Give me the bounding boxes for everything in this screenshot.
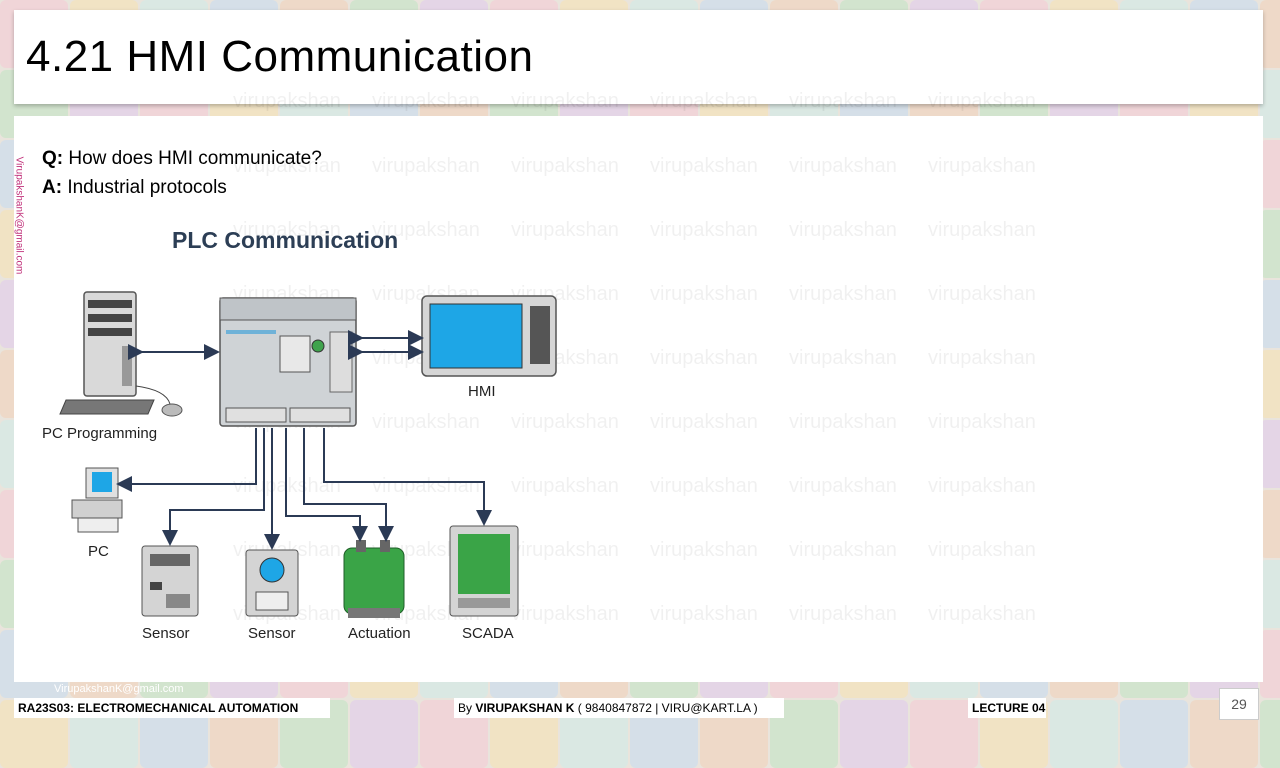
- label-actuation: Actuation: [348, 625, 411, 642]
- sensor2-icon: [245, 549, 299, 617]
- background-tile: [1260, 560, 1280, 628]
- question-text: How does HMI communicate?: [63, 148, 322, 169]
- hmi-device-icon: [421, 295, 557, 377]
- background-tile: [1260, 420, 1280, 488]
- footer-lecture: LECTURE 04: [968, 698, 1046, 718]
- background-tile: [1260, 140, 1280, 208]
- diagram-title: PLC Communication: [172, 227, 398, 253]
- background-tile: [1260, 70, 1280, 138]
- footer-author: VIRUPAKSHAN K: [475, 701, 575, 715]
- label-sensor-2: Sensor: [248, 625, 296, 642]
- footer-course: RA23S03: ELECTROMECHANICAL AUTOMATION: [14, 698, 330, 718]
- background-tile: [1260, 630, 1280, 698]
- qa-block: Q: How does HMI communicate? A: Industri…: [42, 144, 322, 202]
- plc-communication-diagram: PLC Communication PC Programming HMI: [42, 227, 557, 642]
- footer-by: By: [458, 701, 476, 715]
- title-bar: 4.21 HMI Communication: [14, 10, 1263, 104]
- background-tile: [1260, 280, 1280, 348]
- sensor1-icon: [141, 545, 199, 617]
- background-tile: [1260, 0, 1280, 68]
- question-line: Q: How does HMI communicate?: [42, 144, 322, 173]
- side-watermark-email: VirupakshanK@gmail.com: [13, 156, 25, 275]
- footer-author-block: By VIRUPAKSHAN K ( 9840847872 | VIRU@KAR…: [454, 698, 784, 718]
- answer-text: Industrial protocols: [62, 177, 227, 198]
- background-tile: [1260, 210, 1280, 278]
- footer-bar: RA23S03: ELECTROMECHANICAL AUTOMATION By…: [0, 696, 1280, 720]
- actuation-icon: [343, 540, 405, 618]
- arrow-plc-actuation-a: [285, 428, 368, 542]
- arrow-plc-pc: [116, 428, 257, 492]
- label-pc: PC: [88, 543, 109, 560]
- arrow-plc-sensor1: [162, 428, 265, 546]
- footer-email: VirupakshanK@gmail.com: [54, 683, 184, 695]
- footer-contact: ( 9840847872 | VIRU@KART.LA ): [574, 701, 758, 715]
- label-hmi: HMI: [468, 383, 496, 400]
- label-sensor-1: Sensor: [142, 625, 190, 642]
- question-label: Q:: [42, 148, 64, 169]
- slide-title: 4.21 HMI Communication: [26, 32, 534, 81]
- label-pc-programming: PC Programming: [42, 425, 157, 442]
- page-number: 29: [1219, 688, 1259, 720]
- background-tile: [1260, 490, 1280, 558]
- label-scada: SCADA: [462, 625, 514, 642]
- answer-label: A:: [42, 177, 63, 198]
- answer-line: A: Industrial protocols: [42, 173, 322, 202]
- arrow-plc-scada: [323, 428, 492, 526]
- pc-printer-icon: [71, 467, 123, 533]
- background-tile: [1260, 350, 1280, 418]
- scada-icon: [449, 525, 519, 617]
- arrow-plc-actuation-b: [303, 428, 394, 542]
- pc-programming-icon: [59, 291, 183, 417]
- plc-icon: [219, 297, 357, 427]
